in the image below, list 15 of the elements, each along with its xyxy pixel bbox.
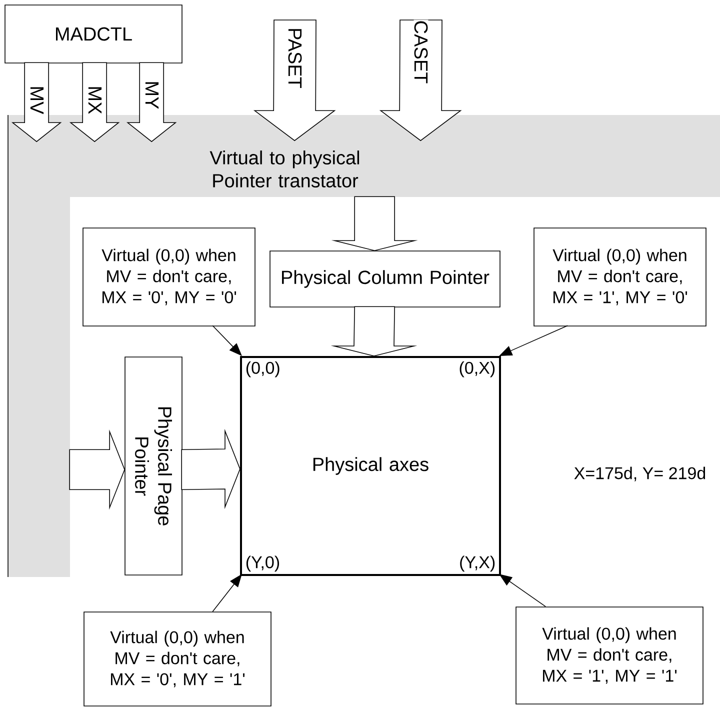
edge-label: MX xyxy=(88,85,102,115)
callout-box: Virtual (0,0) when MV = don't care, MX = '0', MY = '1' xyxy=(84,612,272,706)
block-arrow xyxy=(331,196,418,251)
edge-label: CASET xyxy=(414,20,428,84)
edge-label: PASET xyxy=(288,27,302,89)
block-arrow xyxy=(330,306,418,356)
block-arrow xyxy=(181,428,240,510)
edge-label: MV xyxy=(30,85,44,115)
edge-label: MY xyxy=(144,80,160,110)
callout-box: Virtual (0,0) when MV = don't care, MX = '1', MY = '1' xyxy=(516,606,704,704)
block-arrow xyxy=(69,430,126,510)
register-box: MADCTL xyxy=(4,4,182,64)
leader-arrow xyxy=(212,574,242,612)
note-text: X=175d, Y= 219d xyxy=(574,466,706,482)
leader-arrow xyxy=(212,325,242,356)
